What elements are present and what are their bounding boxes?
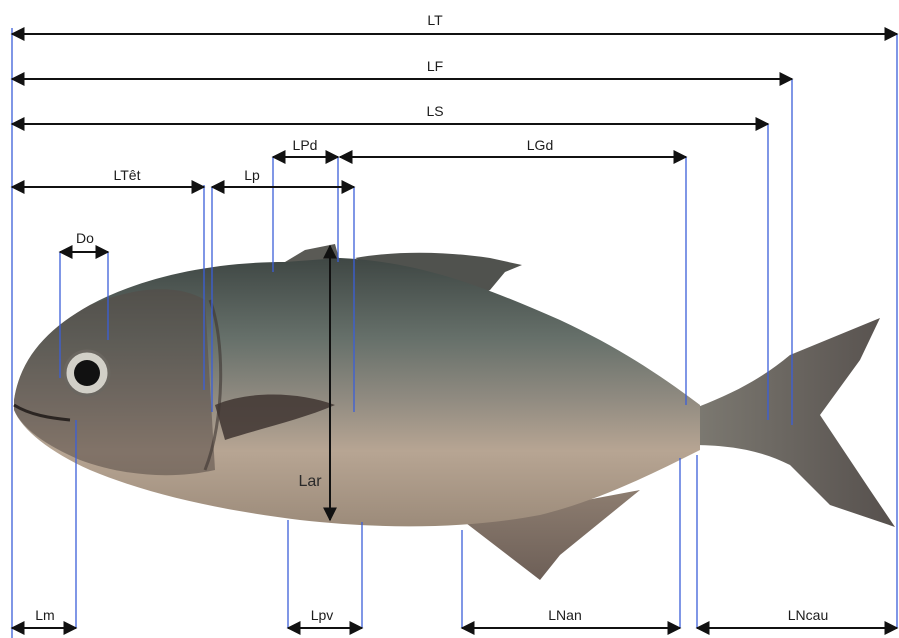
label-lgd: LGd <box>527 137 553 153</box>
label-lp: Lp <box>244 167 260 183</box>
label-ltet: LTêt <box>114 167 141 183</box>
head-shading <box>14 289 215 475</box>
label-lm: Lm <box>35 607 54 623</box>
label-lpd: LPd <box>293 137 318 153</box>
label-lar: Lar <box>298 473 322 490</box>
label-lf: LF <box>427 58 443 74</box>
label-lncau: LNcau <box>788 607 828 623</box>
eye-pupil <box>74 360 100 386</box>
label-lpv: Lpv <box>311 607 334 623</box>
label-do: Do <box>76 230 94 246</box>
label-lt: LT <box>427 12 443 28</box>
label-ls: LS <box>426 103 443 119</box>
label-lnan: LNan <box>548 607 581 623</box>
fish-illustration <box>14 244 895 580</box>
